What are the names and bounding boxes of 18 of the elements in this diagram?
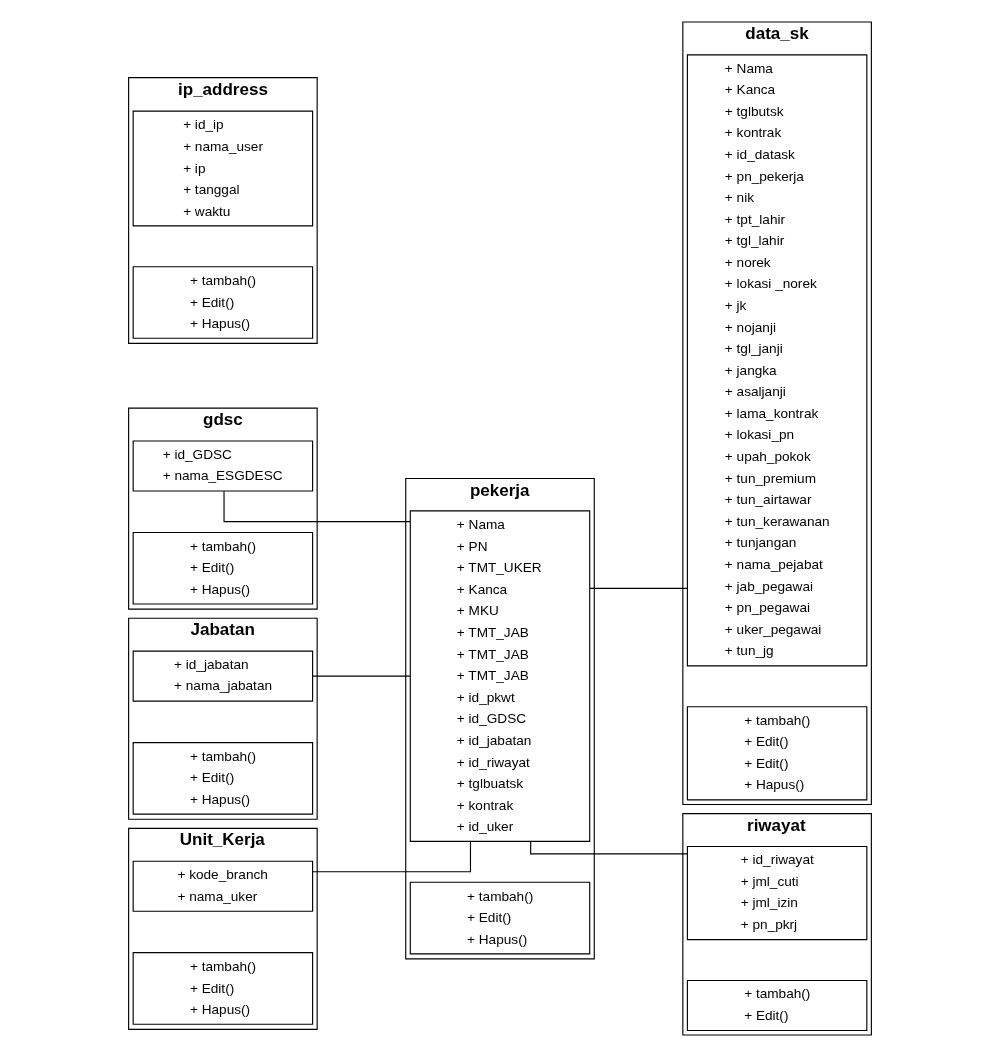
node-box: + tambah() + Edit() + Hapus()	[132, 952, 314, 1025]
node-box: + Nama + Kanca + tglbutsk + kontrak + id_datask + pn_pekerja + nik + tpt_lahir + tgl_lahir + norek + lokasi _norek + jk + nojanji + tgl_janji + jangka + asaljanji + lama_kontrak + lokasi_pn + upah_pokok + tun_premium + tun_airtawar + tun_kerawanan + tunjangan + nama_pejabat + jab_pegawai + pn_pegawai + uker_pegawai + tun_jg	[686, 54, 868, 667]
node-box: + Nama + PN + TMT_UKER + Kanca + MKU + TMT_JAB + TMT_JAB + TMT_JAB + id_pkwt + id_GDSC + id_jabatan + id_riwayat + tglbuatsk + kontrak + id_uker	[409, 510, 591, 842]
connector	[312, 841, 472, 873]
node-box: + kode_branch + nama_uker	[132, 860, 314, 912]
connector	[223, 490, 411, 523]
node-box: + id_ip + nama_user + ip + tanggal + waktu	[132, 110, 314, 227]
connector	[589, 587, 688, 589]
node-box: + id_jabatan + nama_jabatan	[132, 650, 314, 702]
node-box: + tambah() + Edit() + Hapus()	[132, 531, 314, 605]
node-box: + id_GDSC + nama_ESGDESC	[132, 440, 314, 492]
node-box: + tambah() + Edit()	[686, 979, 868, 1032]
node-box: + id_riwayat + jml_cuti + jml_izin + pn_pkrj	[686, 845, 868, 941]
node-box: + tambah() + Edit() + Hapus()	[132, 266, 314, 339]
node-box: + tambah() + Edit() + Hapus()	[132, 742, 314, 815]
node-box: + tambah() + Edit() + Edit() + Hapus()	[686, 706, 868, 801]
connector	[312, 675, 411, 677]
node-box: + tambah() + Edit() + Hapus()	[409, 881, 591, 955]
